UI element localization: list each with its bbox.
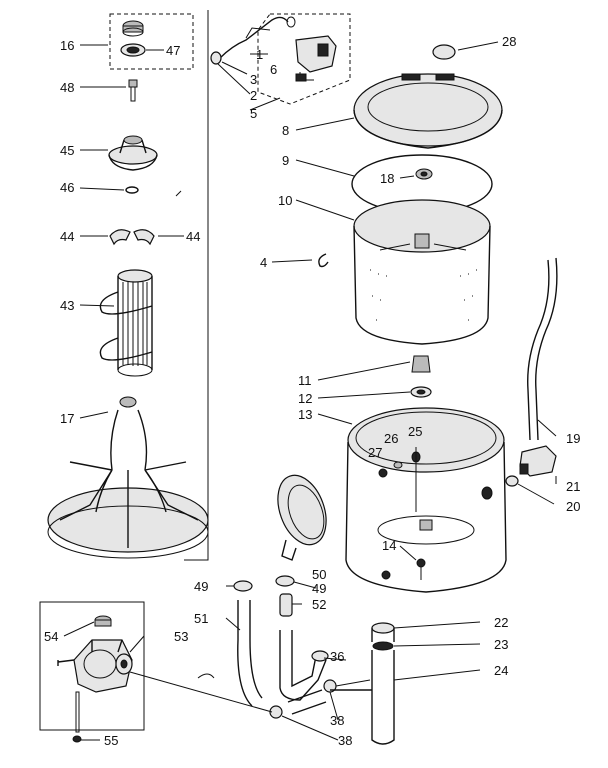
label-47: 47 <box>166 43 180 58</box>
label-16: 16 <box>60 38 74 53</box>
part-45-agitator-cap <box>108 135 158 171</box>
label-53: 53 <box>174 629 188 644</box>
part-53-pump-motor <box>57 639 133 693</box>
part-50-pump <box>277 474 327 561</box>
label-10: 10 <box>278 193 292 208</box>
part-11-coupling <box>411 355 431 373</box>
part-12-washer <box>410 386 432 398</box>
part-8-tub-ring <box>353 73 503 149</box>
label-8: 8 <box>282 123 289 138</box>
part-3-washer <box>210 51 222 65</box>
label-45: 45 <box>60 143 74 158</box>
part-1-valve <box>295 35 337 81</box>
label-14: 14 <box>382 538 396 553</box>
motor-detail-box <box>39 601 145 731</box>
label-26: 26 <box>384 431 398 446</box>
part-4-clip <box>318 253 329 268</box>
part-51-hose <box>237 600 263 707</box>
part-21-valve <box>519 445 557 477</box>
label-55: 55 <box>104 733 118 748</box>
label-22: 22 <box>494 615 508 630</box>
label-12: 12 <box>298 391 312 406</box>
part-16-cap <box>122 20 144 37</box>
part-14-bolt <box>416 558 426 580</box>
label-5: 5 <box>250 106 257 121</box>
part-26-screw <box>393 461 403 469</box>
part-13-outer-tub <box>345 407 507 593</box>
motor-to-hose-line <box>129 671 273 713</box>
label-4: 4 <box>260 255 267 270</box>
label-20: 20 <box>566 499 580 514</box>
part-18-nut <box>415 168 433 180</box>
part-48-bolt <box>128 79 138 102</box>
part-19-hose <box>527 257 558 441</box>
part-24-drain-pipe <box>330 650 395 745</box>
label-50: 50 <box>312 567 326 582</box>
part-47-seal <box>120 43 146 57</box>
part-25-fitting <box>411 447 421 512</box>
label-51: 51 <box>194 611 208 626</box>
cap-detail-box <box>109 13 194 70</box>
label-48: 48 <box>60 80 74 95</box>
label-27: 27 <box>368 445 382 460</box>
part-22-seal <box>371 622 395 642</box>
label-6: 6 <box>270 62 277 77</box>
part-10-basket <box>353 199 491 345</box>
part-27-grommet <box>378 468 388 478</box>
label-54: 54 <box>44 629 58 644</box>
label-43: 43 <box>60 298 74 313</box>
part-38-clamp-left <box>269 705 283 719</box>
label-36: 36 <box>330 649 344 664</box>
label-44-right: 44 <box>186 229 200 244</box>
leader-lines <box>63 27 557 741</box>
crescent-mark <box>197 673 215 679</box>
part-49-clamp-right <box>275 575 295 587</box>
part-23-washer <box>372 641 394 651</box>
label-24: 24 <box>494 663 508 678</box>
part-49-clamp-left <box>233 580 253 592</box>
part-36-elbow-hose <box>279 630 327 701</box>
label-49-right: 49 <box>312 581 326 596</box>
part-55-screw <box>72 691 82 743</box>
valve-detail-box <box>257 13 351 105</box>
part-17-agitator-base <box>47 396 209 559</box>
label-11: 11 <box>298 373 312 388</box>
label-49-left: 49 <box>194 579 208 594</box>
part-46-ring <box>125 186 139 194</box>
small-tick <box>175 190 182 197</box>
label-52: 52 <box>312 597 326 612</box>
part-43-agitator-barrel <box>99 269 153 377</box>
label-2: 2 <box>250 88 257 103</box>
part-28-cap <box>432 44 456 60</box>
tub-drain-line <box>335 679 371 687</box>
label-23: 23 <box>494 637 508 652</box>
part-labels: 16 47 48 45 46 44 44 43 17 1 6 3 2 5 28 … <box>44 34 580 748</box>
label-44-left: 44 <box>60 229 74 244</box>
part-54-cap <box>94 615 112 627</box>
connector-hose <box>287 689 327 715</box>
label-38-left: 38 <box>338 733 352 748</box>
part-2-screen <box>286 16 296 28</box>
label-9: 9 <box>282 153 289 168</box>
label-25: 25 <box>408 424 422 439</box>
label-1: 1 <box>256 47 263 62</box>
label-19: 19 <box>566 431 580 446</box>
label-28: 28 <box>502 34 516 49</box>
label-17: 17 <box>60 411 74 426</box>
part-44-clips <box>109 229 155 246</box>
fill-hose-tube <box>219 16 289 59</box>
label-21: 21 <box>566 479 580 494</box>
label-46: 46 <box>60 180 74 195</box>
part-52-coupler <box>279 593 293 617</box>
assembly-divider <box>184 10 209 561</box>
label-3: 3 <box>250 72 257 87</box>
part-20-clamp <box>505 475 519 487</box>
label-18: 18 <box>380 171 394 186</box>
label-13: 13 <box>298 407 312 422</box>
label-38-right: 38 <box>330 713 344 728</box>
hose-end <box>311 650 329 662</box>
part-6-connector <box>295 73 307 82</box>
